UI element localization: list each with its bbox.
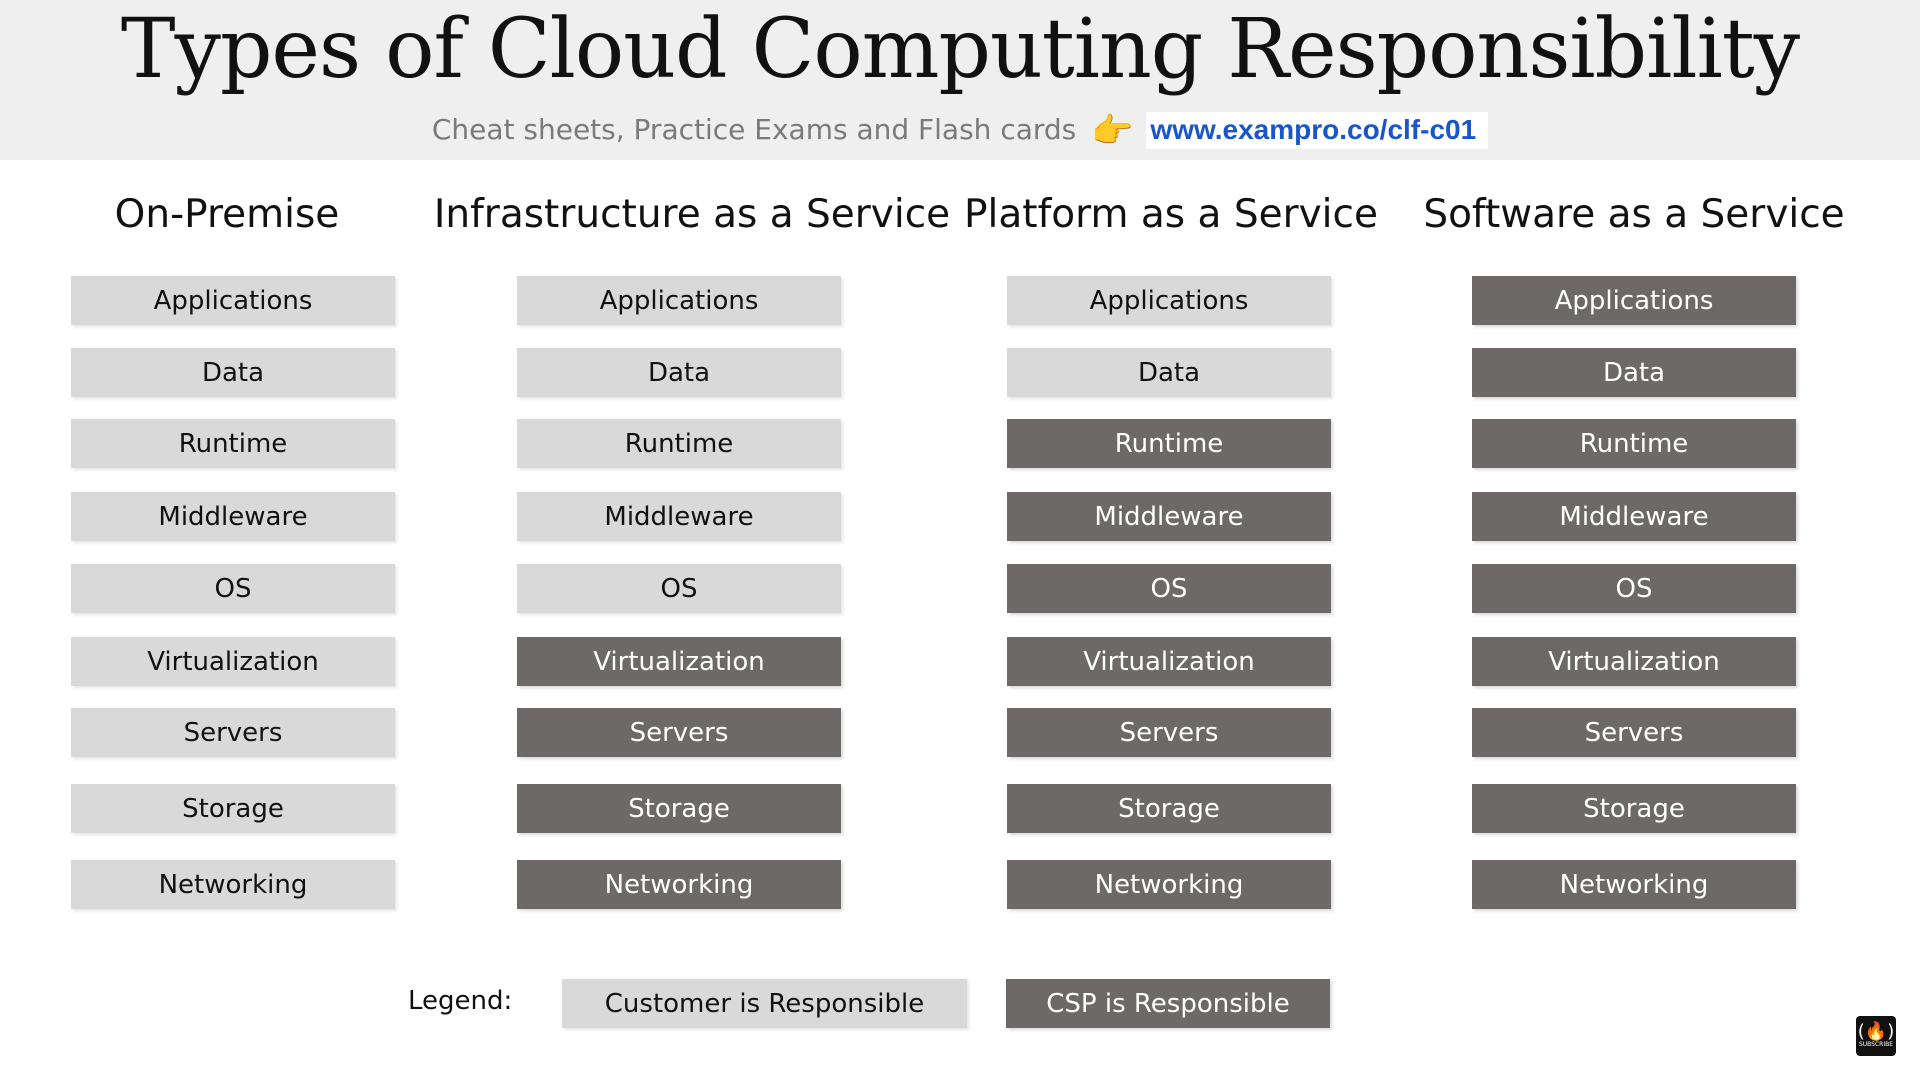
layer-cell-platform-as-a-service-applications: Applications: [1007, 276, 1331, 325]
layer-cell-infrastructure-as-a-service-servers: Servers: [517, 708, 841, 757]
layer-cell-software-as-a-service-servers: Servers: [1472, 708, 1796, 757]
layer-cell-on-premise-middleware: Middleware: [71, 492, 395, 541]
layer-cell-infrastructure-as-a-service-applications: Applications: [517, 276, 841, 325]
layer-cell-software-as-a-service-virtualization: Virtualization: [1472, 637, 1796, 686]
layer-cell-platform-as-a-service-virtualization: Virtualization: [1007, 637, 1331, 686]
legend-label: Legend:: [408, 986, 513, 1016]
layer-cell-software-as-a-service-applications: Applications: [1472, 276, 1796, 325]
subtitle: Cheat sheets, Practice Exams and Flash c…: [0, 111, 1920, 151]
layer-cell-platform-as-a-service-servers: Servers: [1007, 708, 1331, 757]
layer-cell-software-as-a-service-os: OS: [1472, 564, 1796, 613]
freecodecamp-logo-icon[interactable]: (🔥) SUBSCRIBE: [1856, 1016, 1896, 1056]
layer-cell-on-premise-runtime: Runtime: [71, 419, 395, 468]
logo-glyph: (🔥): [1857, 1021, 1895, 1042]
layer-cell-infrastructure-as-a-service-middleware: Middleware: [517, 492, 841, 541]
header-banner: Types of Cloud Computing Responsibility …: [0, 0, 1920, 160]
legend-csp: CSP is Responsible: [1006, 979, 1330, 1028]
layer-cell-software-as-a-service-runtime: Runtime: [1472, 419, 1796, 468]
layer-cell-platform-as-a-service-os: OS: [1007, 564, 1331, 613]
layer-cell-infrastructure-as-a-service-virtualization: Virtualization: [517, 637, 841, 686]
layer-cell-platform-as-a-service-storage: Storage: [1007, 784, 1331, 833]
layer-cell-infrastructure-as-a-service-data: Data: [517, 348, 841, 397]
layer-cell-on-premise-data: Data: [71, 348, 395, 397]
layer-cell-software-as-a-service-networking: Networking: [1472, 860, 1796, 909]
layer-cell-infrastructure-as-a-service-os: OS: [517, 564, 841, 613]
layer-cell-platform-as-a-service-middleware: Middleware: [1007, 492, 1331, 541]
layer-cell-on-premise-networking: Networking: [71, 860, 395, 909]
exampro-link[interactable]: www.exampro.co/clf-c01: [1146, 112, 1489, 149]
layer-cell-software-as-a-service-data: Data: [1472, 348, 1796, 397]
page-title: Types of Cloud Computing Responsibility: [120, 2, 1800, 97]
pointing-hand-icon: 👉: [1091, 111, 1134, 151]
legend-customer: Customer is Responsible: [562, 979, 967, 1028]
layer-cell-platform-as-a-service-data: Data: [1007, 348, 1331, 397]
column-title-software-as-a-service: Software as a Service: [1423, 192, 1845, 237]
layer-cell-on-premise-virtualization: Virtualization: [71, 637, 395, 686]
layer-cell-infrastructure-as-a-service-runtime: Runtime: [517, 419, 841, 468]
layer-cell-infrastructure-as-a-service-networking: Networking: [517, 860, 841, 909]
subtitle-text: Cheat sheets, Practice Exams and Flash c…: [431, 113, 1077, 146]
layer-cell-infrastructure-as-a-service-storage: Storage: [517, 784, 841, 833]
column-title-on-premise: On-Premise: [114, 192, 340, 237]
layer-cell-software-as-a-service-middleware: Middleware: [1472, 492, 1796, 541]
column-title-infrastructure-as-a-service: Infrastructure as a Service: [433, 192, 951, 237]
layer-cell-on-premise-servers: Servers: [71, 708, 395, 757]
layer-cell-platform-as-a-service-runtime: Runtime: [1007, 419, 1331, 468]
layer-cell-on-premise-applications: Applications: [71, 276, 395, 325]
layer-cell-on-premise-storage: Storage: [71, 784, 395, 833]
layer-cell-platform-as-a-service-networking: Networking: [1007, 860, 1331, 909]
layer-cell-software-as-a-service-storage: Storage: [1472, 784, 1796, 833]
layer-cell-on-premise-os: OS: [71, 564, 395, 613]
logo-subscribe-text: SUBSCRIBE: [1858, 1041, 1894, 1048]
column-title-platform-as-a-service: Platform as a Service: [964, 192, 1378, 237]
